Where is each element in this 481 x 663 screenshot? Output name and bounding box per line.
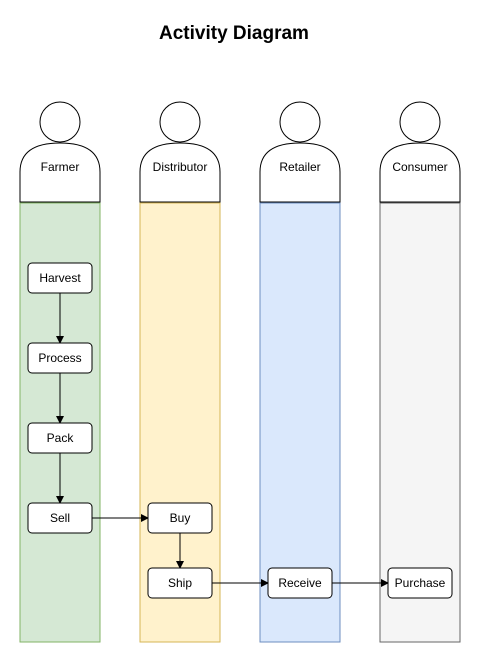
actor-consumer-head-icon (399, 101, 441, 143)
node-process-label: Process (38, 351, 81, 365)
node-pack: Pack (27, 422, 93, 454)
node-ship: Ship (147, 567, 213, 599)
node-pack-label: Pack (47, 431, 75, 445)
node-process-box (27, 342, 93, 374)
node-receive-label: Receive (278, 576, 322, 590)
lane-retailer: Retailer (259, 101, 341, 643)
actor-farmer-label: Farmer (41, 160, 80, 174)
node-harvest-box (27, 262, 93, 294)
flow-edges (56, 293, 389, 587)
node-purchase-box (387, 567, 453, 599)
actor-farmer-head-icon (39, 101, 81, 143)
node-purchase-label: Purchase (395, 576, 446, 590)
actor-distributor-label: Distributor (153, 160, 208, 174)
node-ship-label: Ship (168, 576, 192, 590)
diagram-title: Activity Diagram (159, 23, 309, 44)
node-process: Process (27, 342, 93, 374)
node-harvest: Harvest (27, 262, 93, 294)
actor-distributor-head-icon (159, 101, 201, 143)
node-purchase: Purchase (387, 567, 453, 599)
node-buy: Buy (147, 502, 213, 534)
node-buy-box (147, 502, 213, 534)
node-sell: Sell (27, 502, 93, 534)
actor-retailer-body-icon (259, 142, 341, 203)
actor-consumer-body-icon (379, 142, 461, 203)
node-receive-box (267, 567, 333, 599)
node-sell-box (27, 502, 93, 534)
actor-farmer-body-icon (19, 142, 101, 203)
node-buy-label: Buy (170, 511, 191, 525)
node-ship-box (147, 567, 213, 599)
node-receive: Receive (267, 567, 333, 599)
node-sell-label: Sell (50, 511, 70, 525)
lane-consumer: Consumer (379, 101, 461, 643)
actor-retailer-label: Retailer (279, 160, 320, 174)
actor-distributor-body-icon (139, 142, 221, 203)
node-harvest-label: Harvest (39, 271, 81, 285)
actor-consumer-label: Consumer (392, 160, 447, 174)
actor-retailer-head-icon (279, 101, 321, 143)
node-pack-box (27, 422, 93, 454)
